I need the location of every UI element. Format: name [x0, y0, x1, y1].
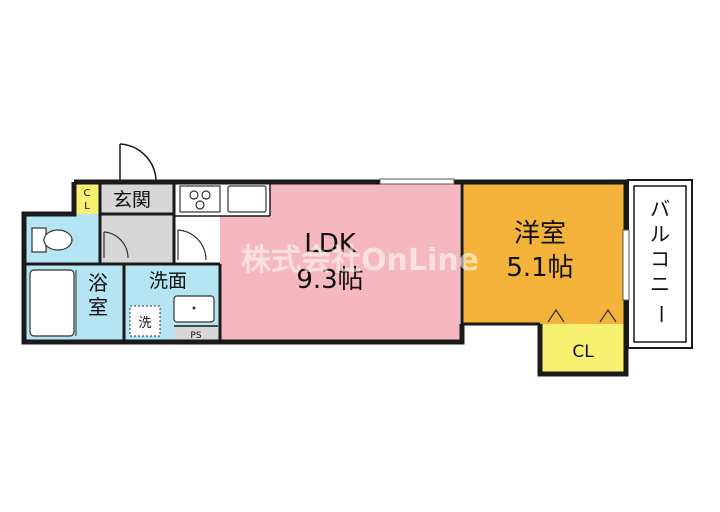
cl-small-label-2: L — [84, 201, 90, 212]
interior-doors — [103, 229, 617, 323]
balcony-char-2: コ — [650, 247, 670, 271]
balcony-char-3: ニ — [650, 272, 670, 296]
yoshitsu-size-label: 5.1帖 — [506, 253, 573, 283]
cl-small-label-1: C — [84, 188, 91, 199]
room-cl-small — [74, 182, 100, 214]
inner-walls — [24, 182, 540, 342]
toilet-icon — [31, 227, 73, 253]
balcony-char-4: ー — [649, 304, 673, 324]
sen-label: 洗 — [138, 316, 151, 331]
yokushitsu-label-2: 室 — [88, 295, 108, 319]
balcony: バ ル コ ニ ー — [627, 179, 693, 349]
cl-label: CL — [572, 342, 594, 362]
kitchen-counter — [179, 185, 267, 213]
ps-label: PS — [190, 331, 201, 341]
yoshitsu-name-label: 洋室 — [514, 219, 566, 249]
ldk-name-label: LDK — [304, 229, 357, 259]
watermark: 株式会社OnLine — [241, 243, 479, 278]
ldk-size-label: 9.3帖 — [296, 265, 363, 295]
room-genkan — [100, 182, 174, 214]
room-ps — [174, 326, 218, 340]
room-cl — [540, 324, 626, 374]
genkan-label: 玄関 — [113, 189, 151, 211]
washer-space-icon — [129, 305, 161, 337]
bathtub-icon — [29, 269, 75, 337]
floor-hall — [100, 214, 174, 264]
washbasin-icon — [173, 295, 215, 323]
balcony-char-1: ル — [650, 222, 670, 246]
entry-door — [119, 143, 157, 183]
windows — [379, 178, 630, 301]
yokushitsu-label-1: 浴 — [88, 271, 108, 295]
room-yoshitsu — [462, 182, 624, 324]
senmen-label: 洗面 — [149, 270, 187, 292]
balcony-char-0: バ — [650, 197, 670, 221]
